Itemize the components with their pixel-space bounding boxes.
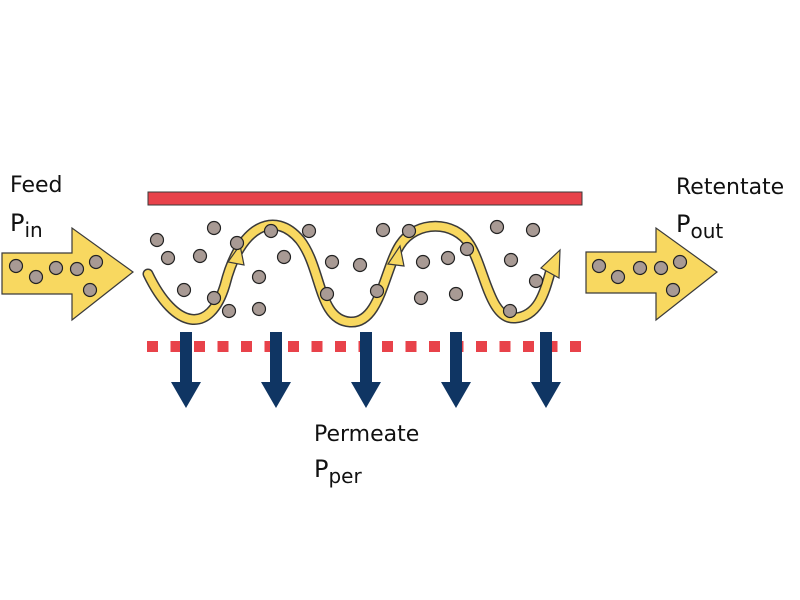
particle [319,286,335,302]
particle [276,249,292,265]
permeate-arrow [351,332,381,408]
particle [502,303,518,319]
particle [448,286,464,302]
wavy-flow-outline [142,219,558,328]
particle [160,250,176,266]
membrane-segment [217,341,229,352]
particle [82,282,98,298]
wavy-flow-fill [144,221,556,326]
permeate-arrow [171,332,201,408]
retentate-pressure-symbol: P [676,210,691,238]
particle [369,283,385,299]
particle [489,219,505,235]
wavy-flow-arrowhead [539,248,561,280]
particle [610,269,626,285]
membrane-segment [241,341,252,352]
particle [525,222,541,238]
particle [8,258,24,274]
particle [401,223,417,239]
feed-label: Feed [10,173,63,198]
retentate-pressure: Pout [676,210,723,241]
permeate-pressure-subscript: per [328,464,362,488]
particle [653,260,669,276]
feed-label-block: Feed Pin [10,173,63,241]
wavy-flow-arrowhead-mid2 [386,244,405,267]
permeate-pressure: Pper [314,455,362,486]
membrane-segment [194,341,205,352]
feed-arrow-shape [1,226,134,322]
membrane-segment [523,341,534,352]
particle [324,254,340,270]
particle [503,252,519,268]
retentate-arrow [585,226,718,322]
particle [301,223,317,239]
particle [251,301,267,317]
particle [206,220,222,236]
permeate-arrow [261,332,291,408]
membrane-segment [288,341,299,352]
permeate-arrows [171,332,561,408]
particle [192,248,208,264]
membrane-segment [499,341,511,352]
particle [88,254,104,270]
particle [591,258,607,274]
retentate-arrow-shape [585,226,718,322]
retentate-label: Retentate [676,175,785,200]
particle [176,282,192,298]
feed-arrow [1,226,134,322]
particle [632,260,648,276]
permeate-label: Permeate [314,422,420,447]
membrane-segment [429,341,440,352]
membrane-segment [311,341,323,352]
retentate-pressure-subscript: out [690,219,724,243]
membrane-segment [382,341,393,352]
permeate-label-block: Permeate Pper [314,422,420,487]
feed-pressure-subscript: in [24,218,43,242]
wavy-flow-arrow [142,219,561,328]
particle [375,222,391,238]
particle [206,290,222,306]
particle [459,241,475,257]
particle [415,254,431,270]
retentate-particles [591,254,688,298]
permeate-pressure-symbol: P [314,455,329,483]
particle [251,269,267,285]
membrane-segment [335,341,346,352]
permeate-arrow [441,332,471,408]
particle [149,232,165,248]
particle [229,235,245,251]
particle [413,290,429,306]
feed-particles [8,254,104,298]
membrane-segment [405,341,417,352]
permeate-arrow [531,332,561,408]
retentate-label-block: Retentate Pout [676,175,785,242]
membrane-segment [476,341,487,352]
particle [48,260,64,276]
particle [221,303,237,319]
feed-pressure: Pin [10,209,43,240]
particle [28,269,44,285]
wavy-flow-arrowhead-mid1 [226,243,245,266]
particle [69,261,85,277]
particle [528,273,544,289]
particle [352,257,368,273]
particle [665,282,681,298]
particle [672,254,688,270]
particle [440,250,456,266]
feed-pressure-symbol: P [10,209,25,237]
top-wall [147,191,583,206]
membrane-segment [570,341,581,352]
membrane-segment [170,341,182,352]
particle [263,223,279,239]
membrane-segment [147,341,158,352]
channel-particles [149,219,544,319]
